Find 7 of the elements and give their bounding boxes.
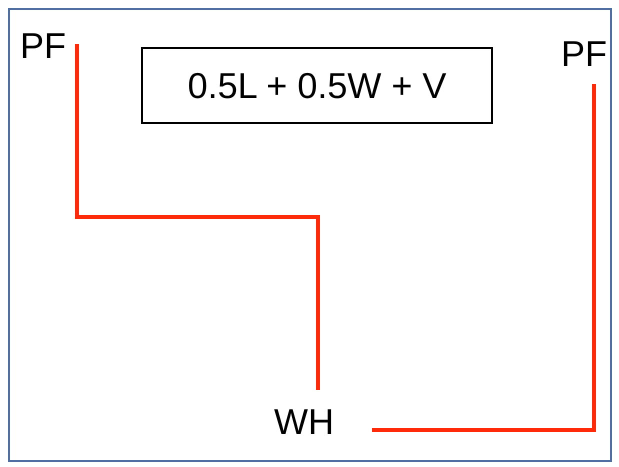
node-label: PF	[20, 28, 66, 64]
formula-box	[141, 47, 493, 124]
formula-text: 0.5L + 0.5W + V	[188, 68, 446, 104]
node-label: WH	[274, 404, 334, 440]
connector-line	[372, 84, 596, 432]
node-label: PF	[560, 36, 607, 72]
connector-line	[75, 44, 320, 390]
